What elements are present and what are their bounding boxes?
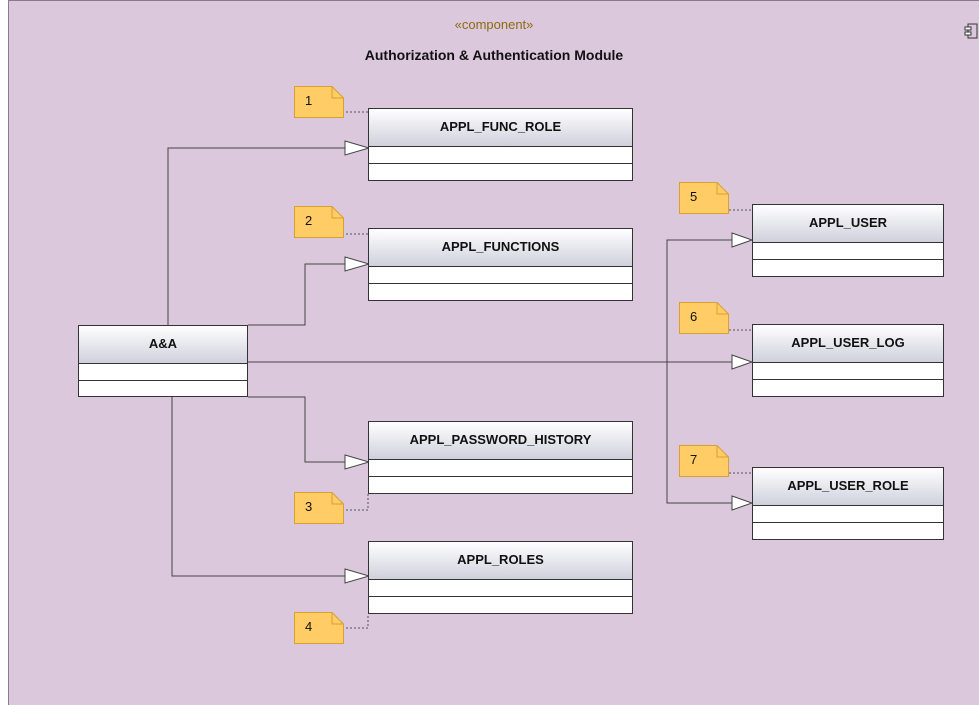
class-appl-user-log[interactable]: APPL_USER_LOG [752, 324, 944, 397]
class-appl-roles-attributes [369, 580, 632, 597]
class-appl-password-history[interactable]: APPL_PASSWORD_HISTORY [368, 421, 633, 494]
note-label: 7 [690, 452, 698, 467]
class-appl-user[interactable]: APPL_USER [752, 204, 944, 277]
note-shape [679, 302, 729, 334]
class-appl-user-name: APPL_USER [753, 205, 943, 243]
component-stereotype: «component» [454, 17, 534, 32]
note-label: 4 [305, 619, 313, 634]
class-appl-user-role-name: APPL_USER_ROLE [753, 468, 943, 506]
class-appl-roles[interactable]: APPL_ROLES [368, 541, 633, 614]
note-5[interactable]: 5 [679, 182, 729, 214]
class-appl-password-history-operations [369, 477, 632, 493]
note-label: 5 [690, 189, 698, 204]
class-appl-user-operations [753, 260, 943, 276]
class-appl-password-history-name: APPL_PASSWORD_HISTORY [369, 422, 632, 460]
note-label: 6 [690, 309, 698, 324]
note-link-4 [342, 614, 369, 629]
class-appl-func-role[interactable]: APPL_FUNC_ROLE [368, 108, 633, 181]
connector-branch-user [666, 239, 732, 362]
note-shape [294, 206, 344, 238]
class-appl-roles-name: APPL_ROLES [369, 542, 632, 580]
connector-aa-roles [171, 397, 345, 577]
connector-branch-user-role [666, 362, 732, 504]
note-2[interactable]: 2 [294, 206, 344, 238]
arrowhead-password-history [344, 454, 371, 470]
note-link-3 [342, 493, 369, 511]
arrowhead-user-role [731, 495, 754, 511]
class-appl-functions-attributes [369, 267, 632, 284]
note-shape [294, 86, 344, 118]
class-appl-password-history-attributes [369, 460, 632, 477]
note-4[interactable]: 4 [294, 612, 344, 644]
arrowhead-user [731, 232, 754, 248]
class-appl-functions[interactable]: APPL_FUNCTIONS [368, 228, 633, 301]
note-label: 2 [305, 213, 313, 228]
note-6[interactable]: 6 [679, 302, 729, 334]
class-appl-functions-operations [369, 284, 632, 300]
component-icon [964, 23, 978, 39]
arrowhead-user-log [731, 354, 754, 370]
note-7[interactable]: 7 [679, 445, 729, 477]
note-3[interactable]: 3 [294, 492, 344, 524]
class-aa-operations [79, 381, 247, 397]
class-appl-functions-name: APPL_FUNCTIONS [369, 229, 632, 267]
class-appl-user-log-operations [753, 380, 943, 396]
arrowhead-roles [344, 568, 371, 584]
note-1[interactable]: 1 [294, 86, 344, 118]
note-shape [679, 445, 729, 477]
connector-aa-functions [248, 263, 345, 326]
class-appl-user-attributes [753, 243, 943, 260]
note-shape [294, 612, 344, 644]
class-appl-func-role-attributes [369, 147, 632, 164]
class-appl-user-role[interactable]: APPL_USER_ROLE [752, 467, 944, 540]
arrowhead-functions [344, 256, 371, 272]
class-aa-name: A&A [79, 326, 247, 364]
class-appl-user-log-attributes [753, 363, 943, 380]
class-appl-user-role-attributes [753, 506, 943, 523]
class-appl-func-role-operations [369, 164, 632, 180]
connector-aa-password-history [248, 396, 345, 463]
note-shape [294, 492, 344, 524]
note-label: 1 [305, 93, 313, 108]
class-aa[interactable]: A&A [78, 325, 248, 397]
note-label: 3 [305, 499, 313, 514]
arrowhead-func-role [344, 140, 371, 156]
component-title: Authorization & Authentication Module [364, 47, 624, 63]
class-appl-func-role-name: APPL_FUNC_ROLE [369, 109, 632, 147]
class-appl-user-role-operations [753, 523, 943, 539]
connector-aa-func-role [167, 147, 345, 325]
note-shape [679, 182, 729, 214]
class-aa-attributes [79, 364, 247, 381]
class-appl-user-log-name: APPL_USER_LOG [753, 325, 943, 363]
class-appl-roles-operations [369, 597, 632, 613]
